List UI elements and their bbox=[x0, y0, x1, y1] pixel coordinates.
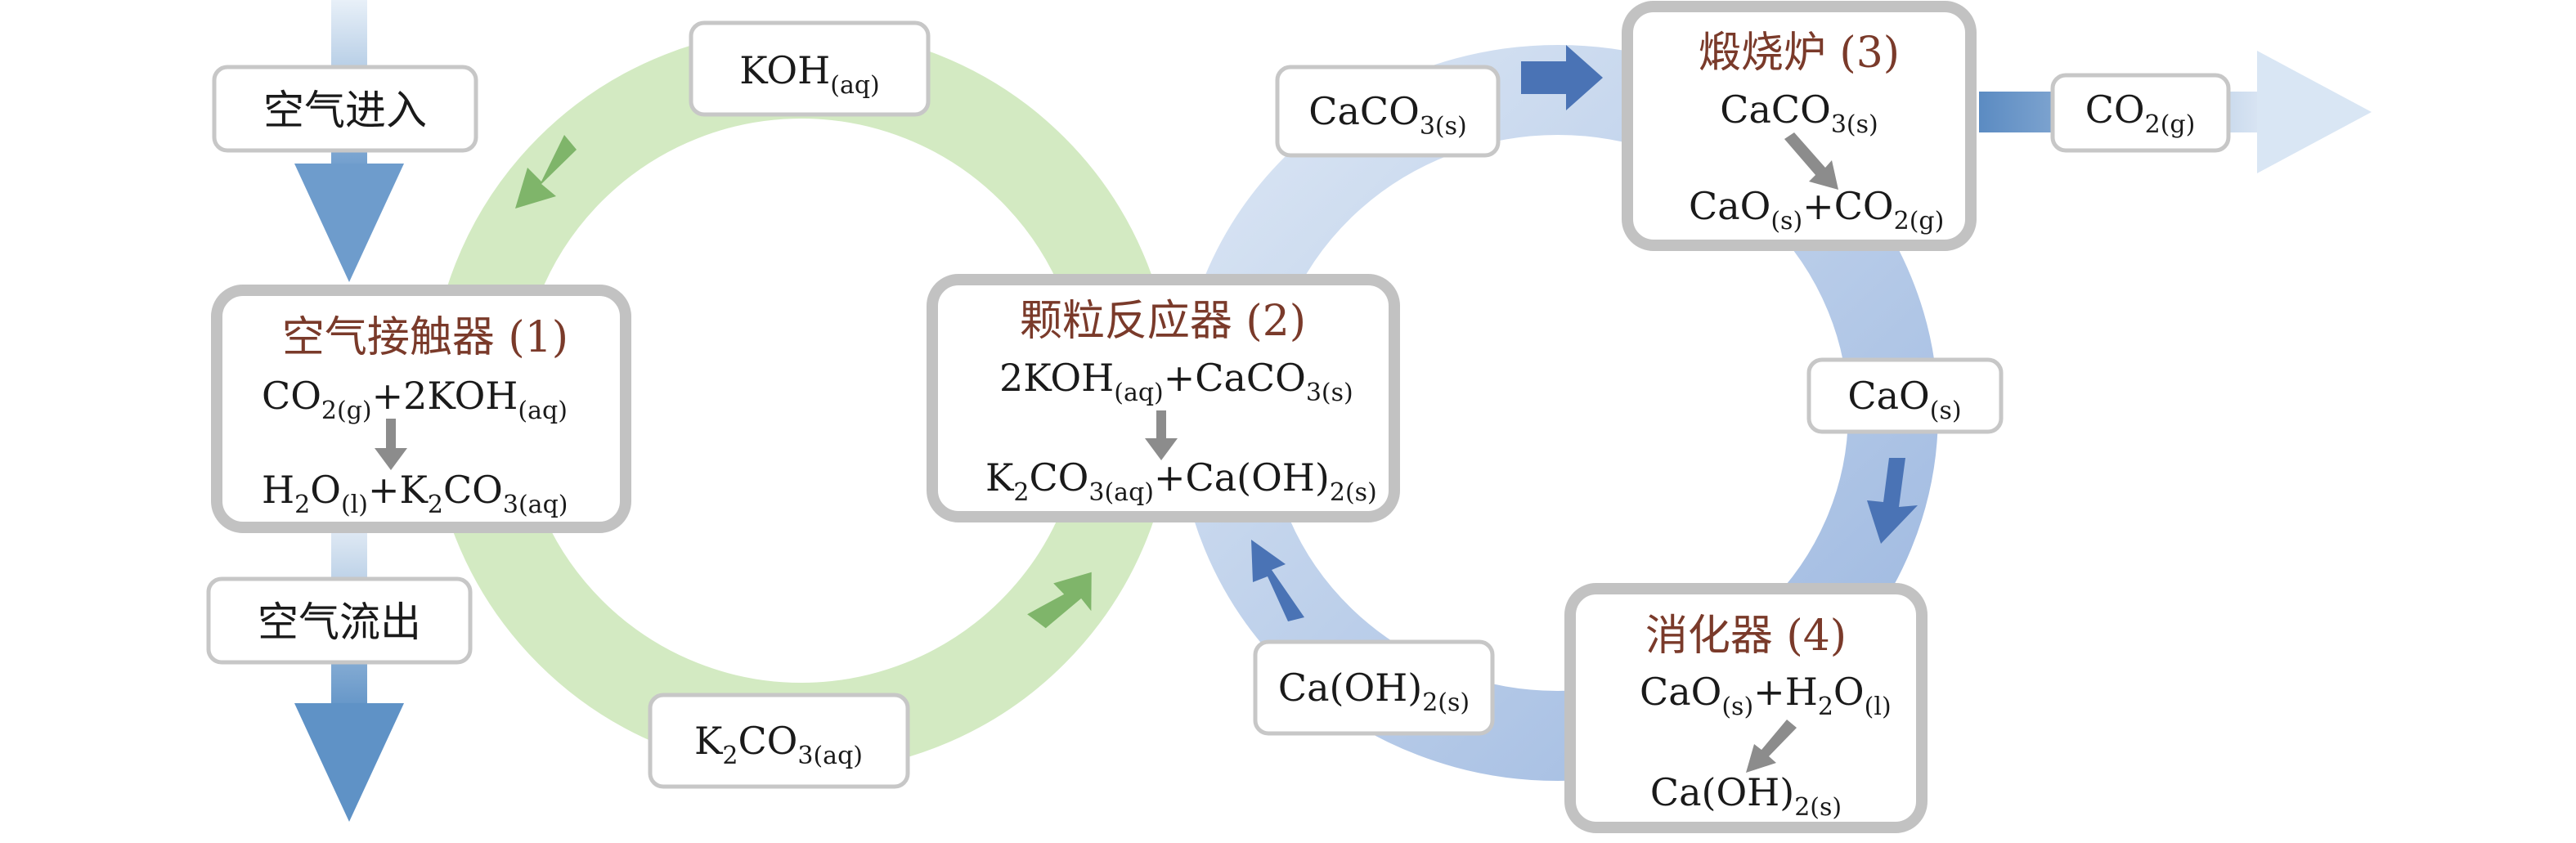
koh-sub: (aq) bbox=[830, 71, 880, 100]
svg-text:CO2(g)+2KOH(aq): CO2(g)+2KOH(aq) bbox=[262, 374, 568, 425]
caco3-box: CaCO3(s) bbox=[1275, 65, 1501, 158]
svg-text:2KOH(aq)+CaCO3(s): 2KOH(aq)+CaCO3(s) bbox=[999, 356, 1353, 407]
blue-arrow-left-icon bbox=[1251, 540, 1304, 621]
koh-box: KOH(aq) bbox=[689, 20, 931, 117]
calciner-box: 煅烧炉 (3) CaCO3(s) CaO(s)+CO2(g) bbox=[1622, 1, 1977, 251]
green-arrow-top-icon bbox=[515, 135, 577, 209]
svg-text:Ca(OH)2(s): Ca(OH)2(s) bbox=[1278, 666, 1470, 717]
k2co3-box: K2CO3(aq) bbox=[648, 693, 910, 789]
co2-box: CO2(g) bbox=[2050, 73, 2231, 153]
air-out-arrow bbox=[294, 531, 404, 822]
caoh2-box: Ca(OH)2(s) bbox=[1253, 639, 1495, 736]
svg-text:CaO(s)+CO2(g): CaO(s)+CO2(g) bbox=[1689, 184, 1944, 235]
svg-text:CaO(s): CaO(s) bbox=[1847, 374, 1961, 425]
svg-text:K2CO3(aq): K2CO3(aq) bbox=[694, 719, 863, 770]
pellet-reactor-title: 颗粒反应器 (2) bbox=[1020, 297, 1306, 346]
slaker-title: 消化器 (4) bbox=[1645, 612, 1847, 661]
svg-text:Ca(OH)2(s): Ca(OH)2(s) bbox=[1650, 770, 1842, 822]
pellet-reactor-box: 颗粒反应器 (2) 2KOH(aq)+CaCO3(s) K2CO3(aq)+Ca… bbox=[927, 274, 1400, 522]
air-out-box: 空气流出 bbox=[206, 576, 473, 665]
svg-text:CaO(s)+H2O(l): CaO(s)+H2O(l) bbox=[1640, 670, 1892, 721]
slaker-box: 消化器 (4) CaO(s)+H2O(l) Ca(OH)2(s) bbox=[1564, 583, 1928, 833]
reaction-arrow-icon bbox=[375, 419, 407, 470]
svg-text:H2O(l)+K2CO3(aq): H2O(l)+K2CO3(aq) bbox=[262, 468, 568, 519]
svg-text:CO2(g): CO2(g) bbox=[2085, 87, 2196, 139]
svg-text:CaCO3(s): CaCO3(s) bbox=[1308, 89, 1466, 141]
air-contactor-title: 空气接触器 (1) bbox=[282, 313, 568, 362]
air-in-label: 空气进入 bbox=[263, 87, 427, 134]
reaction-arrow-icon bbox=[1145, 410, 1178, 460]
green-arrow-bottom-icon bbox=[1027, 572, 1092, 629]
svg-text:KOH(aq): KOH(aq) bbox=[739, 48, 879, 100]
reaction-arrow-icon bbox=[1746, 720, 1797, 773]
air-in-box: 空气进入 bbox=[212, 65, 478, 153]
koh-label: KOH bbox=[739, 48, 830, 92]
blue-arrow-right-icon bbox=[1867, 458, 1918, 544]
cao-box: CaO(s) bbox=[1806, 357, 2004, 434]
svg-text:K2CO3(aq)+Ca(OH)2(s): K2CO3(aq)+Ca(OH)2(s) bbox=[985, 455, 1377, 507]
air-out-label: 空气流出 bbox=[258, 599, 421, 646]
svg-text:CaCO3(s): CaCO3(s) bbox=[1720, 87, 1878, 139]
air-contactor-box: 空气接触器 (1) CO2(g)+2KOH(aq) H2O(l)+K2CO3(a… bbox=[211, 285, 631, 533]
reaction-arrow-icon bbox=[1784, 132, 1838, 190]
calciner-title: 煅烧炉 (3) bbox=[1699, 29, 1900, 78]
blue-arrow-top-icon bbox=[1521, 45, 1603, 110]
